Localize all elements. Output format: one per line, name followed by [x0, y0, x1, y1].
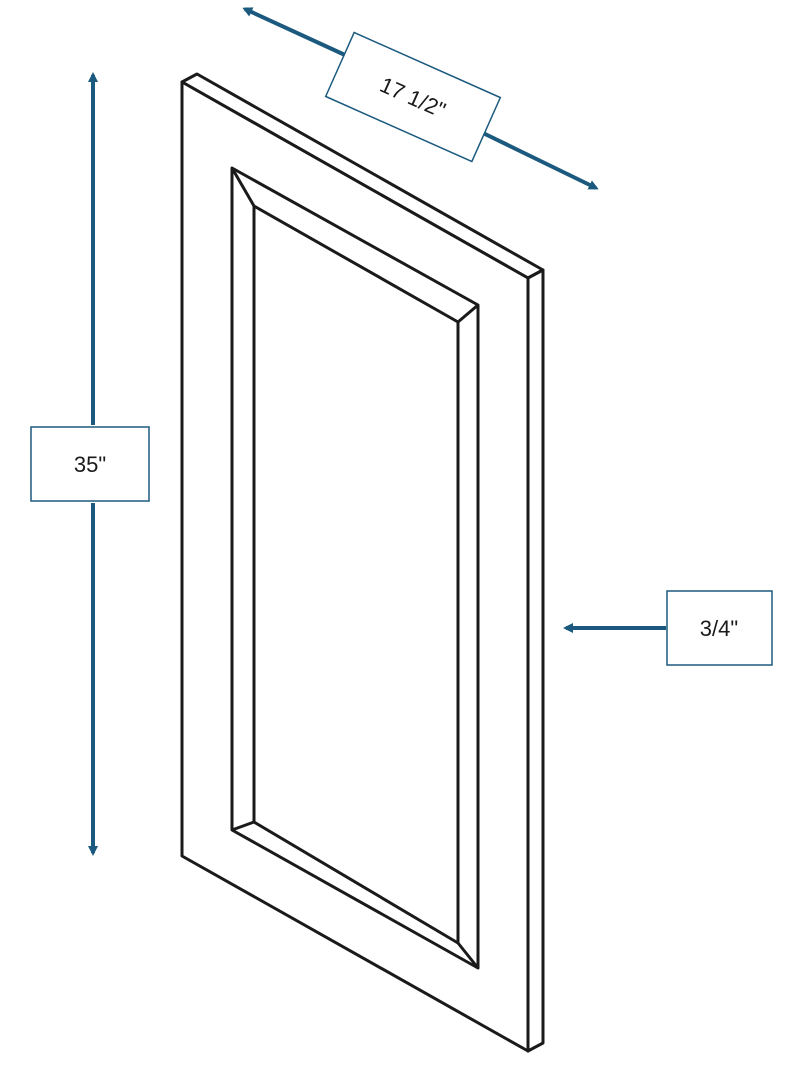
door-side-edge: [526, 268, 545, 1053]
width-dimension: 17 1/2": [242, 7, 599, 190]
height-label: 35": [74, 452, 106, 477]
cabinet-door: [180, 72, 545, 1053]
bevel-line-bottom-left: [231, 820, 255, 832]
height-dimension: 35": [30, 72, 150, 856]
width-label-box: [324, 31, 502, 163]
width-arrow-right: [482, 131, 599, 190]
bevel-line-bottom-right: [456, 942, 480, 969]
thickness-label: 3/4": [700, 616, 738, 641]
height-label-box: [30, 426, 150, 502]
bevel-line-top-left: [230, 167, 256, 207]
bevel-line-top-right: [457, 303, 479, 324]
width-arrow-left: [242, 7, 346, 57]
raised-panel-inner: [252, 204, 460, 945]
thickness-label-box: [666, 590, 773, 666]
thickness-dimension: 3/4": [563, 590, 773, 666]
